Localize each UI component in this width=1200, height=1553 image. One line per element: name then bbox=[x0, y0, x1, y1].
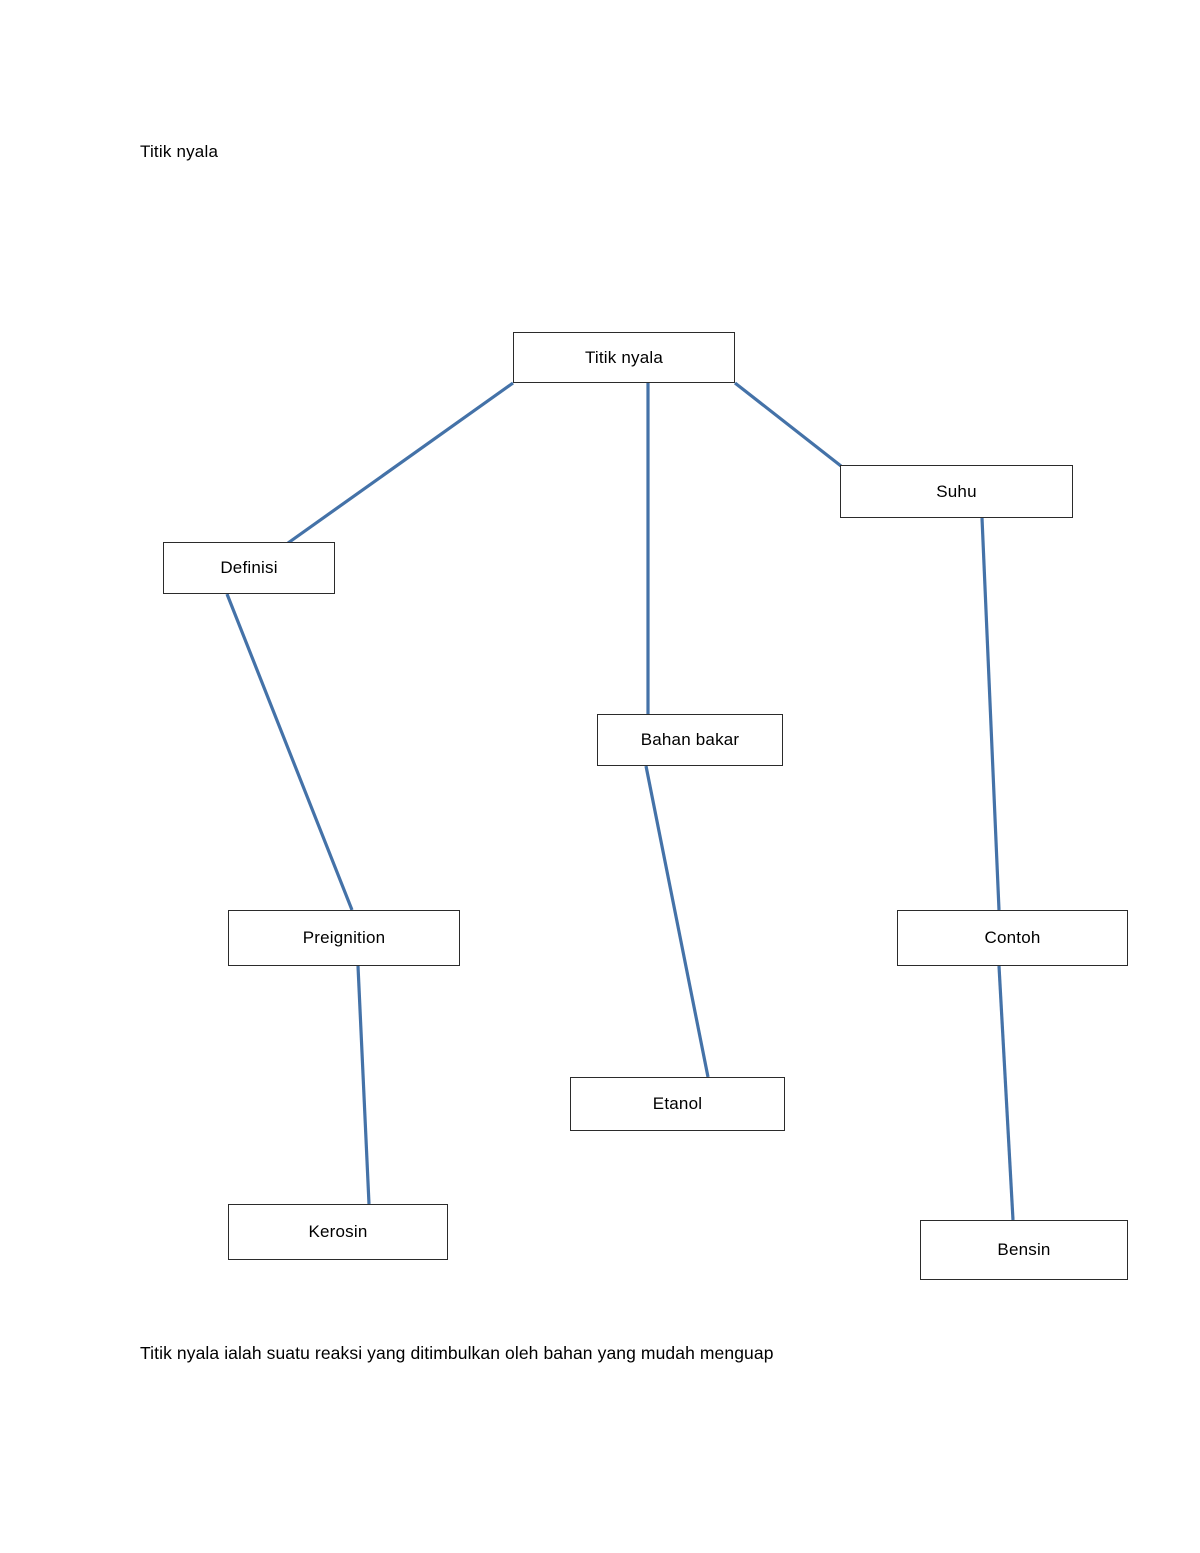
node-suhu[interactable]: Suhu bbox=[840, 465, 1073, 518]
connector-bahanbakar-to-etanol bbox=[644, 765, 710, 1078]
node-definisi[interactable]: Definisi bbox=[163, 542, 335, 594]
node-label-contoh: Contoh bbox=[984, 928, 1041, 947]
node-label-bensin: Bensin bbox=[997, 1240, 1051, 1259]
node-root[interactable]: Titik nyala bbox=[513, 332, 735, 383]
connector-contoh-to-bensin bbox=[997, 965, 1015, 1221]
connector-root-to-suhu bbox=[734, 381, 842, 468]
node-label-bahanbakar: Bahan bakar bbox=[640, 730, 740, 749]
node-label-kerosin: Kerosin bbox=[308, 1222, 368, 1241]
node-label-root: Titik nyala bbox=[584, 347, 664, 367]
node-kerosin[interactable]: Kerosin bbox=[228, 1204, 448, 1260]
connector-preignition-to-kerosin bbox=[356, 965, 371, 1205]
node-label-definisi: Definisi bbox=[220, 558, 278, 577]
node-label-preignition: Preignition bbox=[302, 928, 386, 947]
node-label-etanol: Etanol bbox=[652, 1094, 703, 1113]
connector-suhu-to-contoh bbox=[980, 517, 1001, 911]
page-title: Titik nyala bbox=[140, 142, 219, 161]
connector-definisi-to-preignition bbox=[225, 593, 354, 911]
node-label-suhu: Suhu bbox=[936, 481, 977, 501]
node-contoh[interactable]: Contoh bbox=[897, 910, 1128, 966]
connector-root-to-definisi bbox=[287, 381, 514, 545]
node-preignition[interactable]: Preignition bbox=[228, 910, 460, 966]
node-bahanbakar[interactable]: Bahan bakar bbox=[597, 714, 783, 766]
node-etanol[interactable]: Etanol bbox=[570, 1077, 785, 1131]
node-bensin[interactable]: Bensin bbox=[920, 1220, 1128, 1280]
caption-text: Titik nyala ialah suatu reaksi yang diti… bbox=[140, 1343, 774, 1363]
